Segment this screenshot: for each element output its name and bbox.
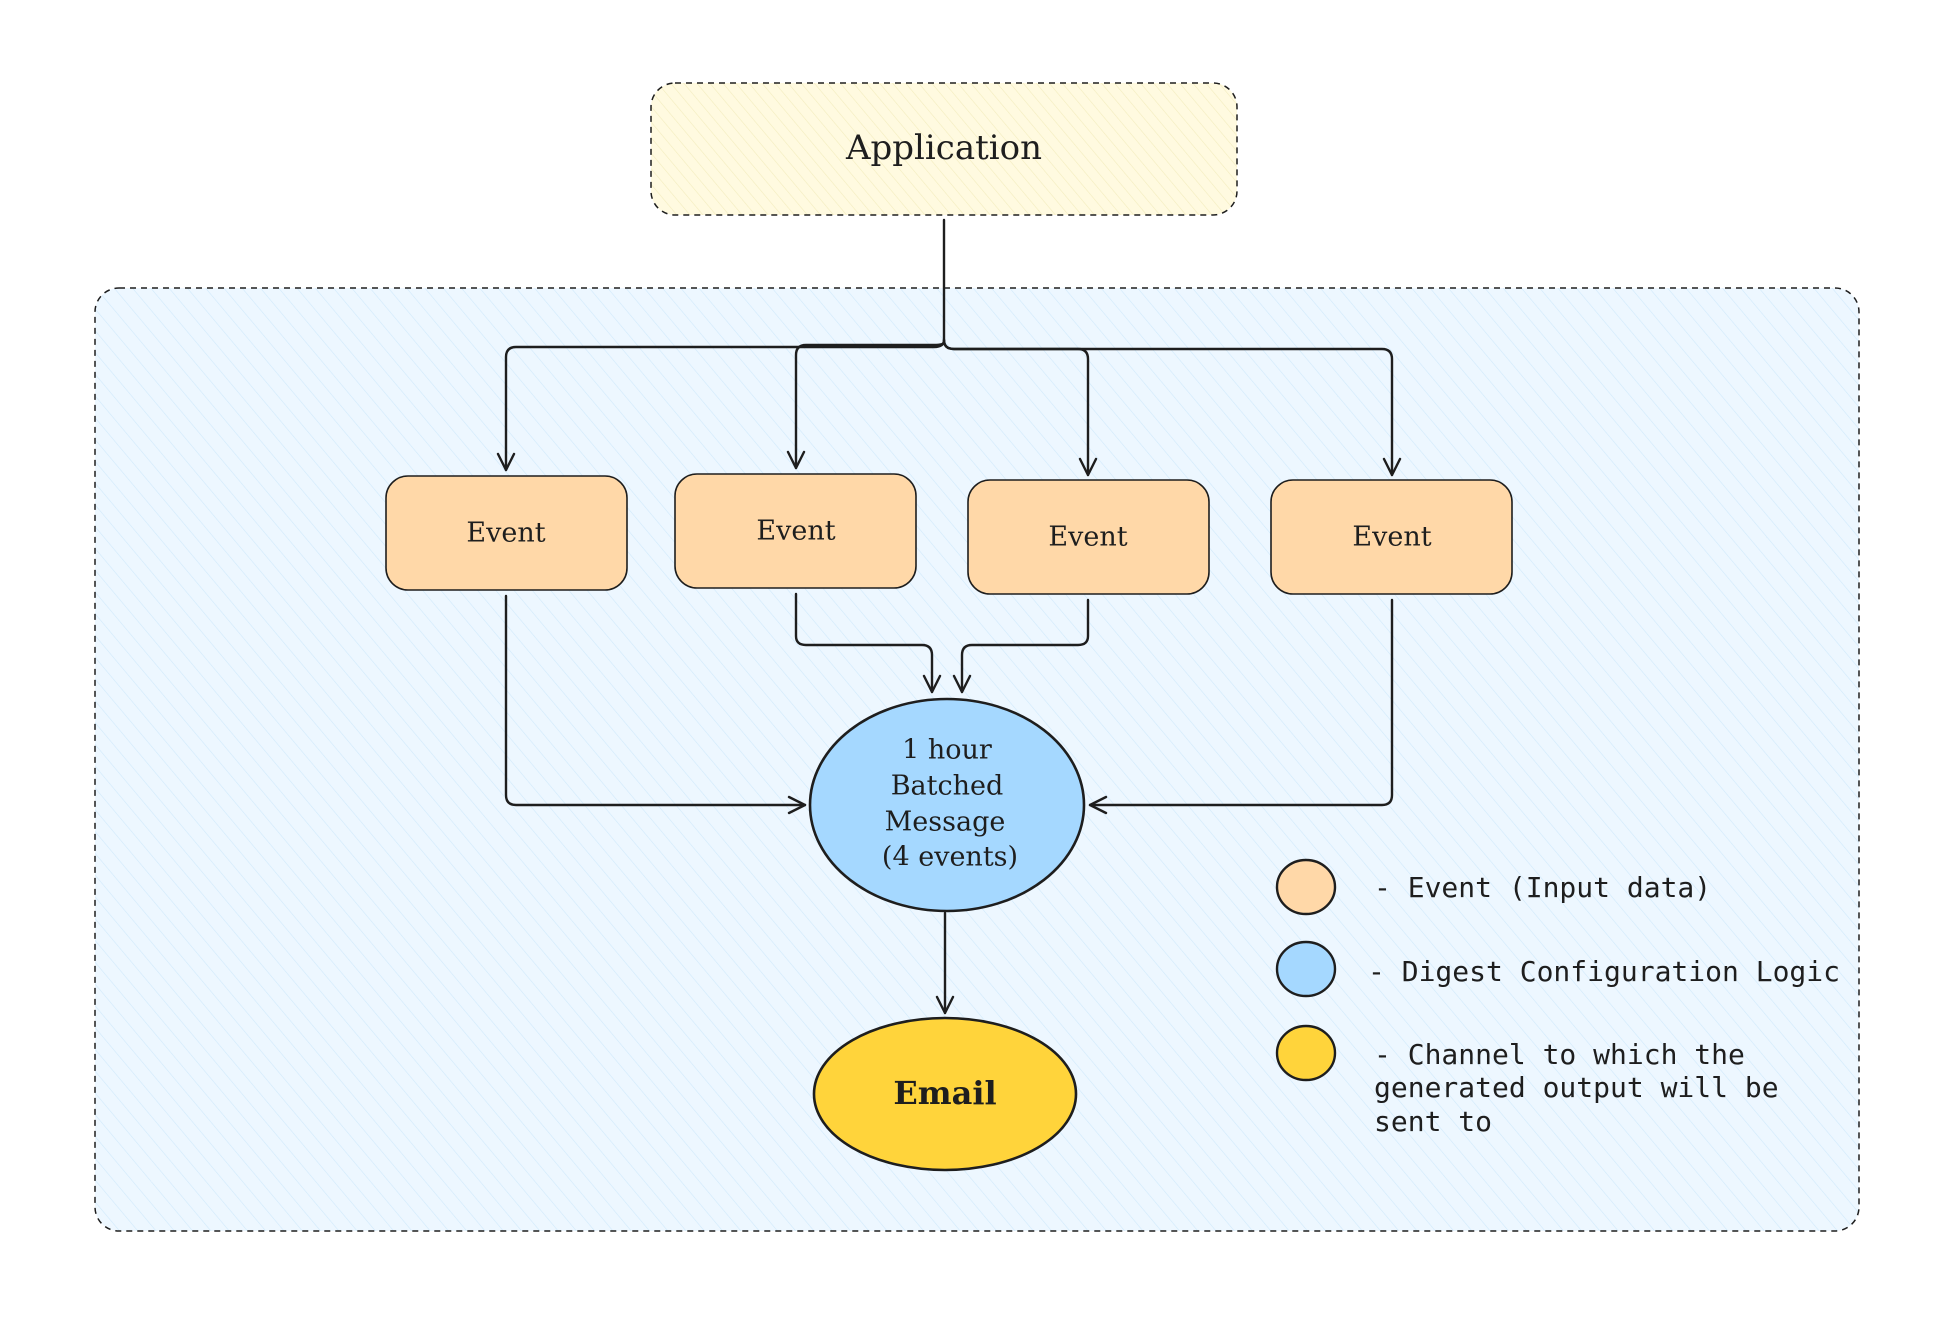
application-label: Application (845, 128, 1042, 168)
digest-label-line: (4 events) (882, 842, 1018, 873)
event-node[interactable]: Event (1270, 479, 1513, 595)
edge-event-1-digest (504, 594, 807, 815)
digest-node[interactable]: 1 hour Batched Message (4 events) (808, 697, 1086, 913)
legend-swatch-channel (1275, 1024, 1337, 1082)
legend-label: - Channel to which the (1374, 1038, 1745, 1071)
legend: - Event (Input data) - Digest Configurat… (1275, 858, 1840, 1138)
edge-event-2-digest (794, 592, 942, 694)
event-node[interactable]: Event (967, 479, 1210, 595)
application-to-events-edges (496, 218, 1402, 477)
event-node[interactable]: Event (674, 473, 917, 589)
event-node[interactable]: Event (385, 475, 628, 591)
digest-label-line: Message (885, 807, 1006, 838)
digest-label-line: Batched (891, 771, 1004, 802)
legend-item: - Event (Input data) (1275, 858, 1711, 916)
application-node[interactable]: Application (650, 82, 1238, 216)
email-node[interactable]: Email (812, 1016, 1078, 1172)
event-label: Event (756, 516, 835, 547)
edge-application-event-2 (786, 340, 946, 470)
events-to-digest-edges (504, 592, 1394, 815)
legend-label: generated output will be (1374, 1071, 1779, 1104)
legend-item: - Channel to which the generated output … (1275, 1024, 1779, 1138)
legend-swatch-event (1275, 858, 1337, 916)
legend-label: - Event (Input data) (1374, 871, 1711, 904)
legend-swatch-digest (1275, 940, 1337, 998)
legend-label: - Digest Configuration Logic (1368, 955, 1840, 988)
event-label: Event (1352, 522, 1431, 553)
legend-label: sent to (1374, 1105, 1492, 1138)
digest-label-line: 1 hour (902, 735, 992, 766)
event-label: Event (466, 518, 545, 549)
legend-item: - Digest Configuration Logic (1275, 940, 1840, 998)
edge-event-3-digest (952, 598, 1090, 694)
event-label: Event (1048, 522, 1127, 553)
edge-application-event-4 (942, 338, 1402, 477)
edge-event-4-digest (1088, 598, 1394, 815)
email-label: Email (893, 1074, 996, 1112)
